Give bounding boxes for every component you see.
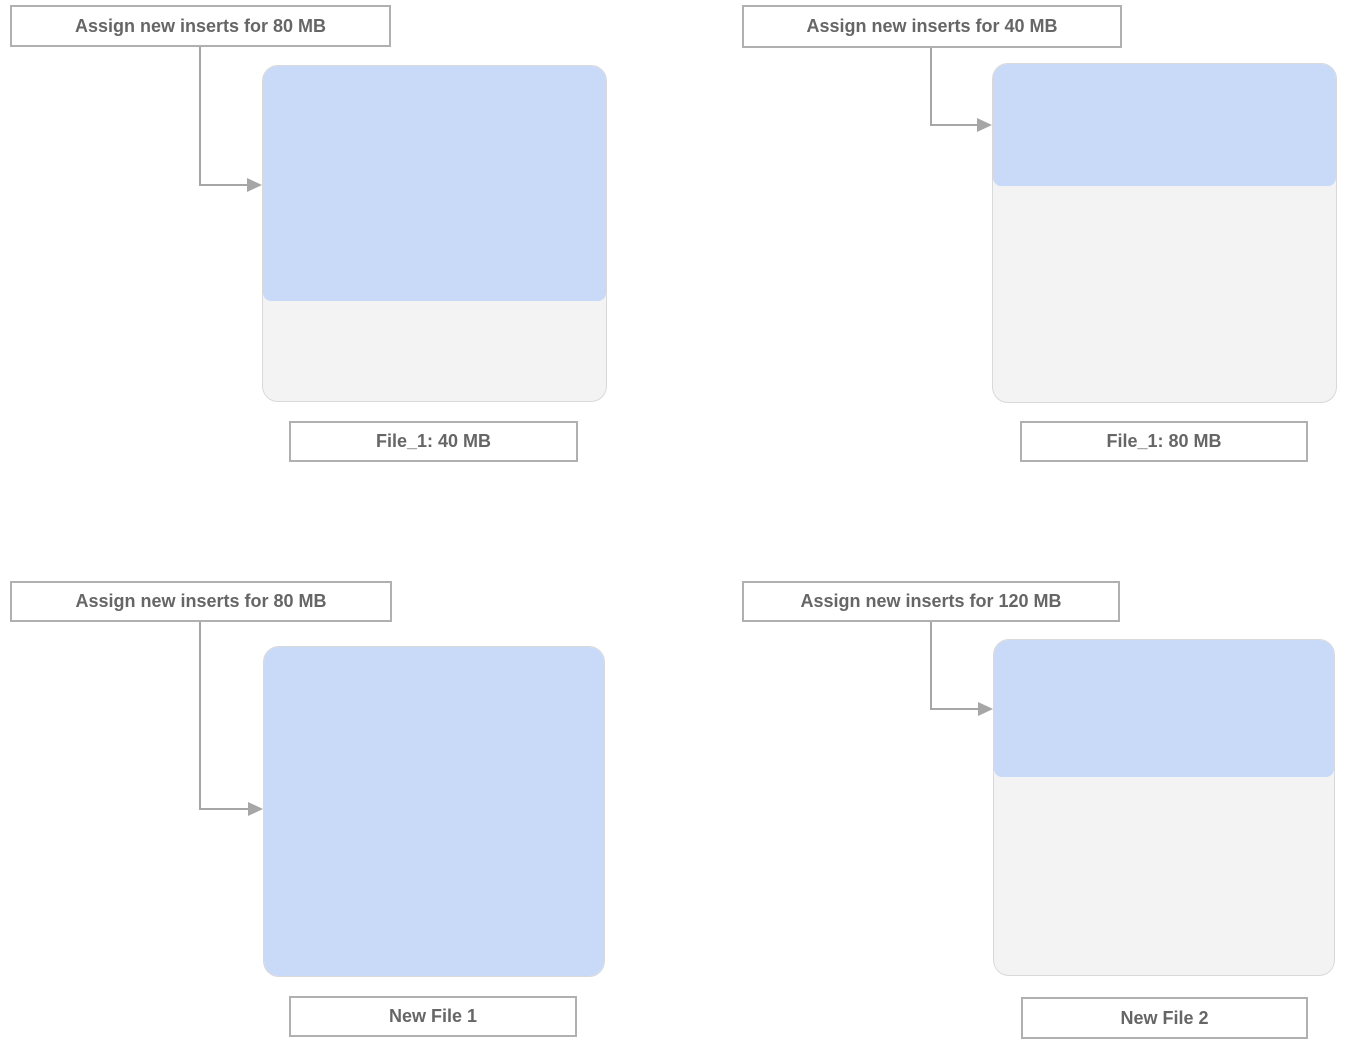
file-label: New File 1 [289,996,577,1037]
arrow-head-icon [977,118,992,132]
arrow-head-icon [978,702,993,716]
insert-fill-region [263,66,606,301]
file-box [263,646,605,977]
file-box [992,63,1337,403]
assign-inserts-label: Assign new inserts for 120 MB [742,581,1120,622]
arrow-line-vertical [199,622,201,809]
arrow-head-icon [247,178,262,192]
file-box [262,65,607,402]
file-box [993,639,1335,976]
insert-fill-region [264,647,604,976]
arrow-line-vertical [199,47,201,185]
arrow-line-horizontal [930,708,979,710]
arrow-line-horizontal [199,808,249,810]
insert-fill-region [994,640,1334,778]
arrow-head-icon [248,802,263,816]
assign-inserts-label: Assign new inserts for 80 MB [10,581,392,622]
file-label: File_1: 40 MB [289,421,578,462]
arrow-line-vertical [930,622,932,709]
file-label: New File 2 [1021,997,1308,1039]
arrow-line-horizontal [930,124,978,126]
assign-inserts-label: Assign new inserts for 40 MB [742,5,1122,48]
file-label: File_1: 80 MB [1020,421,1308,462]
insert-fill-region [993,64,1336,186]
arrow-line-vertical [930,48,932,125]
arrow-line-horizontal [199,184,247,186]
assign-inserts-label: Assign new inserts for 80 MB [10,5,391,47]
